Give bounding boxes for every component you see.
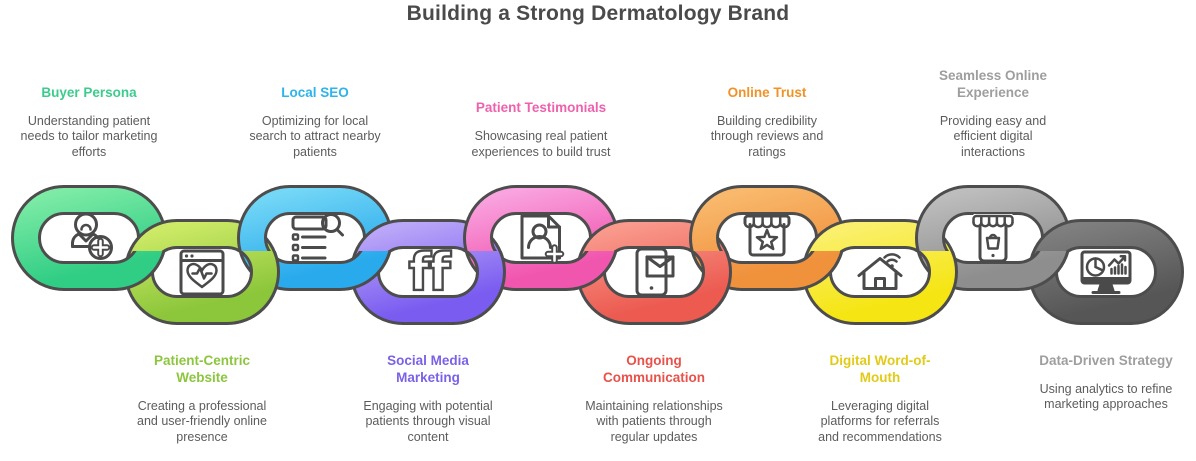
mobile-store-icon (972, 213, 1014, 263)
chain-weave-patch (233, 251, 280, 325)
section-title: Patient Testimonials (475, 100, 607, 116)
section-title: Patient-Centric Website (153, 353, 251, 385)
section-description: Maintaining relationships with patients … (585, 398, 723, 444)
phone-mail-icon (635, 247, 675, 297)
label-block-patient-testimonials: Patient Testimonials Showcasing real pat… (441, 48, 641, 160)
label-block-buyer-persona: Buyer Persona Understanding patient need… (0, 48, 189, 160)
chain-weave-patch (911, 251, 958, 325)
section-title: Ongoing Communication (602, 353, 705, 385)
label-block-social-media-marketing: Social Media Marketing Engaging with pot… (328, 353, 528, 445)
section-title: Digital Word-of- Mouth (829, 353, 931, 385)
label-block-online-trust: Online Trust Building credibility throug… (667, 48, 867, 160)
section-title: Online Trust (727, 84, 807, 100)
section-description: Leveraging digital platforms for referra… (818, 398, 942, 444)
label-block-patient-centric-website: Patient-Centric Website Creating a profe… (102, 353, 302, 445)
label-block-local-seo: Local SEO Optimizing for local search to… (215, 48, 415, 160)
seo-search-list-icon (291, 213, 344, 262)
user-plus-icon (71, 212, 113, 260)
section-description: Creating a professional and user-friendl… (137, 398, 267, 444)
section-title: Social Media Marketing (387, 353, 469, 385)
section-title: Buyer Persona (41, 84, 137, 100)
chain-weave-patch (685, 251, 732, 325)
analytics-monitor-icon (1080, 250, 1132, 294)
section-description: Using analytics to refine marketing appr… (1039, 381, 1173, 412)
section-title: Seamless Online Experience (938, 67, 1048, 100)
label-block-digital-word-of-mouth: Digital Word-of- Mouth Leveraging digita… (780, 353, 980, 445)
section-title: Data-Driven Strategy (1039, 353, 1173, 368)
page-title: Building a Strong Dermatology Brand (406, 2, 790, 25)
section-title: Local SEO (281, 84, 349, 100)
section-description: Engaging with potential patients through… (363, 398, 493, 444)
home-wifi-icon (857, 253, 903, 290)
label-block-data-driven-strategy: Data-Driven Strategy Using analytics to … (1006, 353, 1196, 413)
section-description: Building credibility through reviews and… (710, 113, 824, 159)
section-description: Showcasing real patient experiences to b… (471, 129, 611, 159)
chain-weave-patch (459, 251, 506, 325)
svg-text:ff: ff (408, 243, 452, 303)
label-block-seamless-online-experience: Seamless Online Experience Providing eas… (893, 48, 1093, 160)
label-block-ongoing-communication: Ongoing Communication Maintaining relati… (554, 353, 754, 445)
chain-link-data-driven-strategy (1028, 219, 1184, 325)
section-description: Optimizing for local search to attract n… (249, 113, 381, 159)
storefront-star-icon (743, 214, 791, 257)
website-heartbeat-icon (179, 249, 225, 296)
section-description: Understanding patient needs to tailor ma… (20, 113, 158, 159)
patient-card-plus-icon (520, 214, 565, 264)
section-description: Providing easy and efficient digital int… (939, 113, 1047, 159)
social-ff-icon: ff (407, 242, 456, 304)
